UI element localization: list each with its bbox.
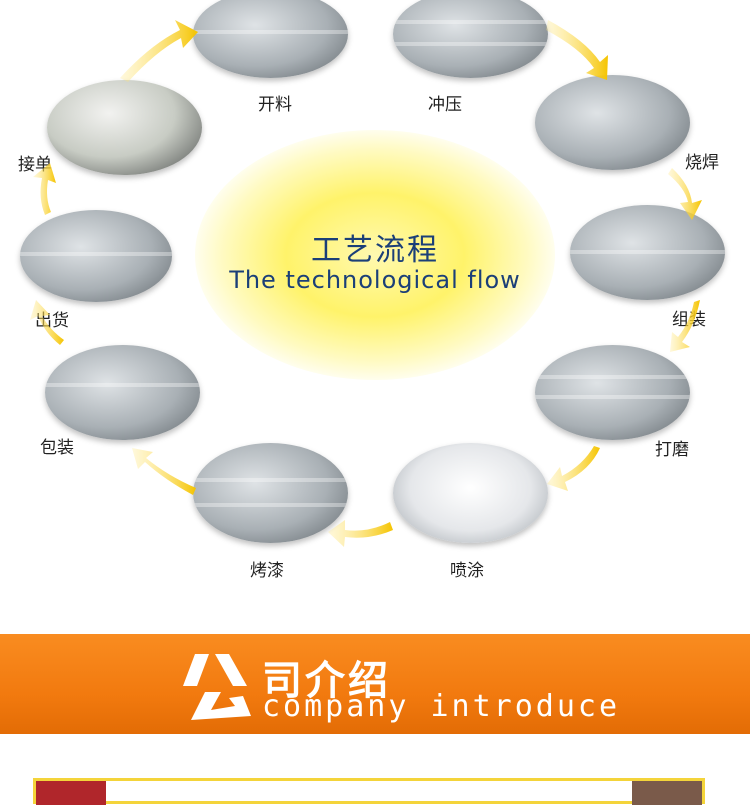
- step-photo-welding: [535, 75, 690, 170]
- arrow-icon: [132, 448, 196, 495]
- step-label-welding: 烧焊: [685, 153, 719, 173]
- flow-title: 工艺流程: [311, 233, 439, 268]
- step-photo-baking: [193, 443, 348, 543]
- arrow-icon: [668, 168, 702, 220]
- step-label-cutting: 开料: [258, 95, 292, 115]
- step-photo-spraying: [393, 443, 548, 543]
- arrow-icon: [30, 300, 64, 345]
- step-photo-stamping: [393, 0, 548, 78]
- banner-subtitle: company introduce: [262, 689, 621, 724]
- center-glow: [195, 130, 555, 380]
- step-photo-order: [47, 80, 202, 175]
- arrow-icon: [546, 20, 608, 80]
- company-photo-frame: [33, 778, 705, 805]
- step-label-stamping: 冲压: [428, 95, 462, 115]
- step-label-packing: 包装: [40, 438, 74, 458]
- arrow-icon: [120, 20, 198, 82]
- arrow-icon: [328, 520, 393, 547]
- step-label-baking: 烤漆: [250, 561, 284, 581]
- company-intro-banner: [0, 634, 750, 734]
- company-photo-left: [36, 781, 106, 805]
- flow-subtitle: The technological flow: [229, 266, 521, 294]
- process-flow-diagram: 工艺流程 The technological flow 开料 冲压 烧焊 组装 …: [18, 0, 725, 581]
- banner-title: 司介绍: [262, 658, 391, 704]
- step-photo-polishing: [535, 345, 690, 440]
- step-photo-packing: [45, 345, 200, 440]
- company-photo-right: [632, 781, 702, 805]
- step-label-polishing: 打磨: [655, 440, 689, 460]
- arrow-icon: [670, 300, 700, 352]
- gong-character-icon: [183, 654, 251, 720]
- step-photo-cutting: [193, 0, 348, 78]
- step-photo-assembly: [570, 205, 725, 300]
- arrow-icon: [33, 163, 56, 215]
- arrow-icon: [547, 446, 600, 491]
- step-photo-shipping: [20, 210, 172, 302]
- flow-arrows: [30, 20, 702, 547]
- step-label-spraying: 喷涂: [450, 561, 484, 581]
